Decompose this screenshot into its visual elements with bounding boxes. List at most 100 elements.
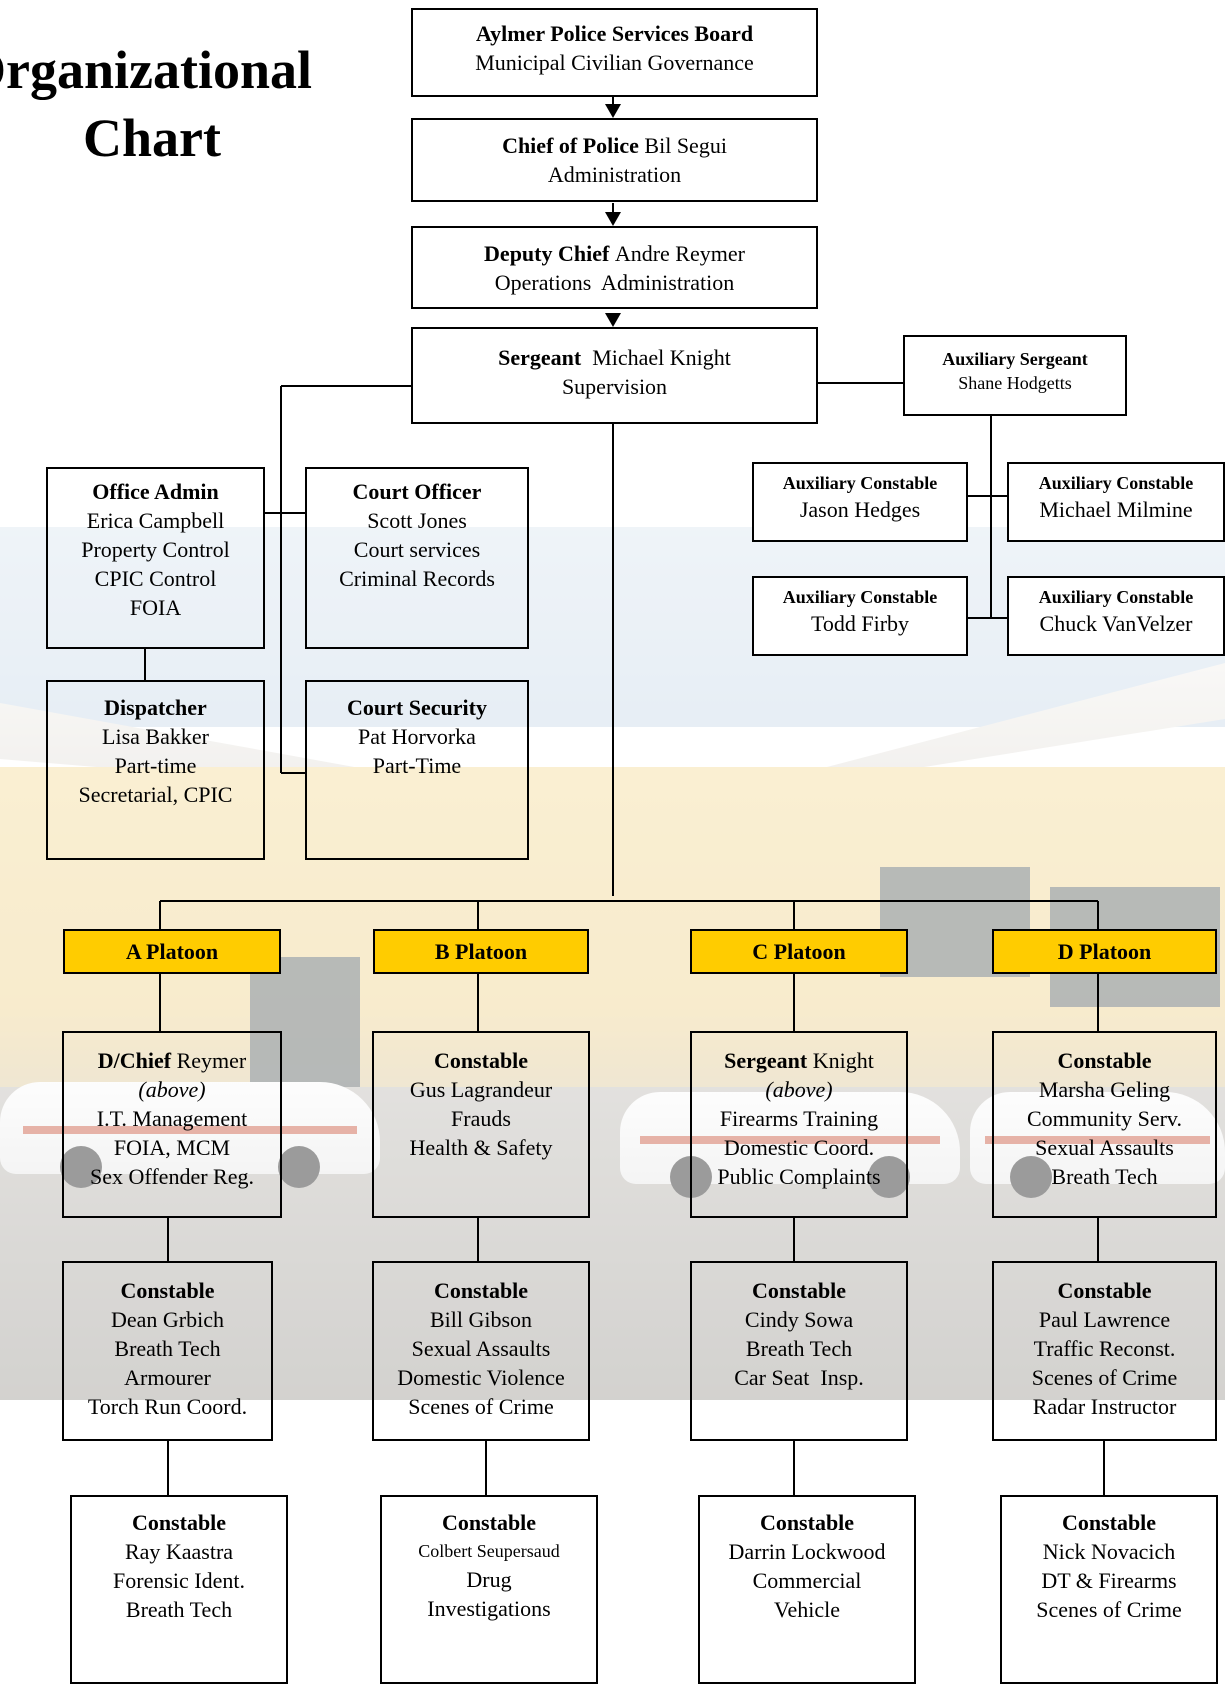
member-line: Community Serv.	[1026, 1106, 1183, 1131]
court-officer-box: Court Officer Scott Jones Court services…	[305, 467, 529, 649]
court-officer-line: Court services	[353, 537, 481, 562]
member-role: Constable	[433, 1278, 529, 1303]
platoon-d-member-3: Constable Nick Novacich DT & Firearms Sc…	[1000, 1495, 1218, 1684]
member-line: Breath Tech	[114, 1336, 221, 1361]
member-line: Scenes of Crime	[1036, 1597, 1182, 1622]
aux-constable-role: Auxiliary Constable	[1038, 473, 1194, 493]
member-role: Constable	[441, 1510, 537, 1535]
court-officer-line: Scott Jones	[367, 508, 467, 533]
member-line: I.T. Management	[96, 1106, 248, 1131]
deputy-chief-box: Deputy Chief Andre Reymer Operations Adm…	[411, 226, 818, 309]
court-officer-line: Criminal Records	[339, 566, 495, 591]
platoon-b-member-1: Constable Gus Lagrandeur Frauds Health &…	[372, 1031, 590, 1218]
services-board-desc: Municipal Civilian Governance	[475, 50, 754, 75]
aux-constable-box: Auxiliary Constable Michael Milmine	[1007, 462, 1225, 542]
member-line: Vehicle	[774, 1597, 840, 1622]
dispatcher-box: Dispatcher Lisa Bakker Part-time Secreta…	[46, 680, 265, 860]
office-admin-line: Property Control	[81, 537, 230, 562]
aux-constable-role: Auxiliary Constable	[1038, 587, 1194, 607]
auxiliary-sergeant-box: Auxiliary Sergeant Shane Hodgetts	[903, 335, 1127, 416]
member-line: Marsha Geling	[1038, 1077, 1171, 1102]
aux-sergeant-name: Shane Hodgetts	[958, 373, 1072, 393]
office-admin-box: Office Admin Erica Campbell Property Con…	[46, 467, 265, 649]
member-line: Sex Offender Reg.	[90, 1164, 254, 1189]
platoon-a-member-1: D/Chief Reymer (above) I.T. Management F…	[62, 1031, 282, 1218]
aux-constable-name: Todd Firby	[810, 611, 910, 636]
member-role: Constable	[759, 1510, 855, 1535]
member-line: Firearms Training	[719, 1106, 879, 1131]
member-line: Torch Run Coord.	[87, 1394, 248, 1419]
platoon-a-member-2: Constable Dean Grbich Breath Tech Armour…	[62, 1261, 273, 1441]
dispatcher-line: Secretarial, CPIC	[78, 782, 233, 807]
title-line-2: Chart	[83, 108, 221, 168]
aux-sergeant-role: Auxiliary Sergeant	[942, 349, 1088, 369]
member-role: Constable	[120, 1278, 215, 1303]
chief-desc: Administration	[547, 162, 682, 187]
member-line: Investigations	[427, 1596, 551, 1621]
court-security-role: Court Security	[347, 695, 487, 720]
platoon-c-label: C Platoon	[690, 929, 908, 974]
sergeant-name: Michael Knight	[592, 345, 731, 370]
court-security-box: Court Security Pat Horvorka Part-Time	[305, 680, 529, 860]
platoon-d-label: D Platoon	[992, 929, 1217, 974]
member-name: Colbert Seupersaud	[418, 1541, 560, 1561]
member-line: Gus Lagrandeur	[409, 1077, 553, 1102]
platoon-b-label: B Platoon	[373, 929, 589, 974]
office-admin-line: Erica Campbell	[86, 508, 225, 533]
dispatcher-line: Part-time	[114, 753, 197, 778]
member-line: Forensic Ident.	[113, 1568, 245, 1593]
platoon-a-member-3: Constable Ray Kaastra Forensic Ident. Br…	[70, 1495, 288, 1684]
deputy-role: Deputy Chief	[484, 241, 610, 266]
platoon-a-label: A Platoon	[63, 929, 281, 974]
member-line: Sexual Assaults	[1035, 1135, 1174, 1160]
member-line: Domestic Coord.	[723, 1135, 875, 1160]
member-role: Constable	[433, 1048, 529, 1073]
platoon-d-member-2: Constable Paul Lawrence Traffic Reconst.…	[992, 1261, 1217, 1441]
office-admin-role: Office Admin	[92, 479, 219, 504]
member-line: Commercial	[752, 1568, 862, 1593]
member-line: Nick Novacich	[1042, 1539, 1176, 1564]
member-line: Scenes of Crime	[1031, 1365, 1178, 1390]
dispatcher-line: Lisa Bakker	[102, 724, 209, 749]
chief-of-police-box: Chief of Police Bil Segui Administration	[411, 118, 818, 202]
office-admin-line: FOIA	[129, 595, 182, 620]
sergeant-role: Sergeant	[498, 345, 582, 370]
member-role: Constable	[1061, 1510, 1157, 1535]
aux-constable-box: Auxiliary Constable Jason Hedges	[752, 462, 968, 542]
aux-constable-role: Auxiliary Constable	[782, 587, 938, 607]
member-line: Public Complaints	[717, 1164, 881, 1189]
member-line: Cindy Sowa	[744, 1307, 854, 1332]
platoon-d-member-1: Constable Marsha Geling Community Serv. …	[992, 1031, 1217, 1218]
platoon-b-member-2: Constable Bill Gibson Sexual Assaults Do…	[372, 1261, 590, 1441]
chief-name: Bil Segui	[644, 133, 727, 158]
member-line: Breath Tech	[745, 1336, 853, 1361]
chief-role: Chief of Police	[502, 133, 639, 158]
member-line: FOIA, MCM	[113, 1135, 231, 1160]
sergeant-box: Sergeant Michael Knight Supervision	[411, 327, 818, 424]
platoon-c-member-3: Constable Darrin Lockwood Commercial Veh…	[698, 1495, 916, 1684]
member-role: Constable	[1057, 1278, 1152, 1303]
dispatcher-role: Dispatcher	[104, 695, 207, 720]
member-line: Paul Lawrence	[1038, 1307, 1171, 1332]
member-name: Reymer	[176, 1048, 247, 1073]
aux-constable-box: Auxiliary Constable Chuck VanVelzer	[1007, 576, 1225, 656]
member-line: Scenes of Crime	[408, 1394, 554, 1419]
member-name: Knight	[812, 1048, 874, 1073]
services-board-box: Aylmer Police Services Board Municipal C…	[411, 8, 818, 97]
court-security-line: Pat Horvorka	[358, 724, 476, 749]
deputy-desc: Operations Administration	[494, 270, 735, 295]
aux-constable-name: Chuck VanVelzer	[1039, 611, 1193, 636]
aux-constable-name: Jason Hedges	[799, 497, 921, 522]
member-line: DT & Firearms	[1041, 1568, 1177, 1593]
member-line: Breath Tech	[125, 1597, 233, 1622]
member-line: Traffic Reconst.	[1033, 1336, 1176, 1361]
member-line: Health & Safety	[409, 1135, 553, 1160]
member-line: Frauds	[451, 1106, 511, 1131]
member-line: Ray Kaastra	[124, 1539, 234, 1564]
office-admin-line: CPIC Control	[94, 566, 217, 591]
sergeant-desc: Supervision	[561, 374, 668, 399]
member-role: Constable	[1057, 1048, 1152, 1073]
member-line: Sexual Assaults	[411, 1336, 551, 1361]
member-line: Domestic Violence	[397, 1365, 565, 1390]
